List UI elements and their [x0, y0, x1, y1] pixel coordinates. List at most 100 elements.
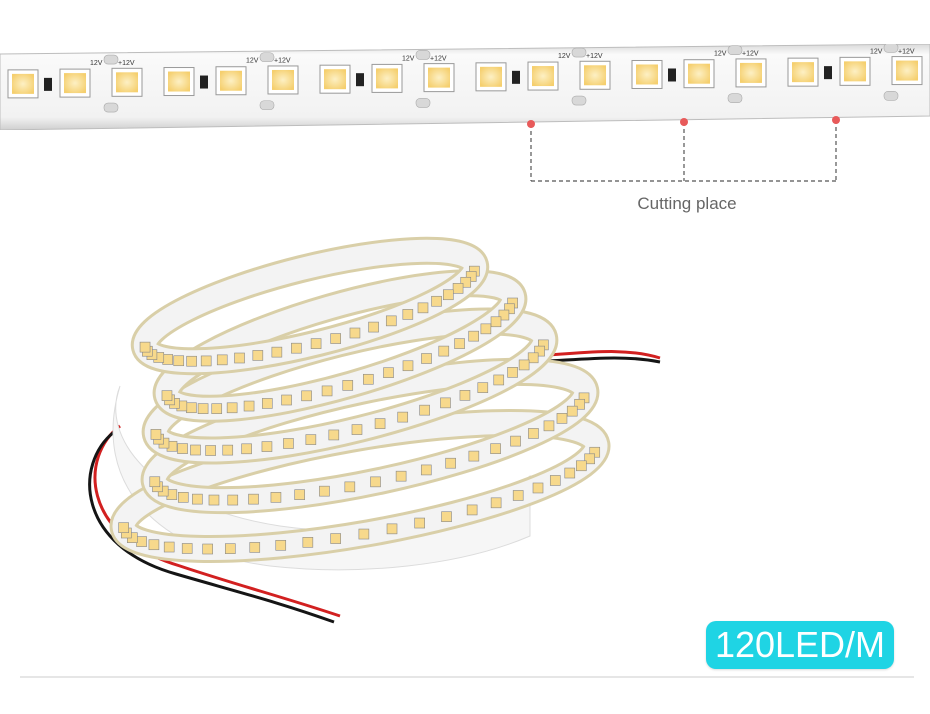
led-chip	[321, 385, 333, 397]
led-chip	[252, 350, 264, 361]
led-chip	[162, 354, 174, 365]
led-chip	[534, 345, 545, 357]
solder-pad	[259, 100, 275, 111]
led-chip	[205, 445, 216, 456]
led-chip	[177, 492, 189, 503]
resistor	[44, 77, 52, 91]
led-chip	[291, 342, 302, 354]
led-chip	[402, 360, 414, 372]
voltage-label: 12V	[90, 60, 103, 67]
led-chip	[480, 323, 492, 335]
led-chip	[510, 435, 521, 447]
voltage-label: 12V	[714, 51, 727, 58]
voltage-label: 12V	[402, 55, 415, 62]
led-chip	[477, 382, 489, 393]
led-chip	[226, 402, 238, 414]
resistor	[356, 73, 364, 87]
led-chip	[438, 345, 450, 357]
led-chip-core	[116, 72, 138, 93]
cutting-place-label: Cutting place	[637, 194, 737, 213]
led-chip	[574, 398, 585, 410]
solder-pad	[259, 52, 275, 63]
led-chip	[150, 429, 162, 440]
led-chip	[452, 283, 464, 294]
led-chip	[575, 460, 587, 472]
led-chip	[414, 517, 425, 529]
led-chip	[319, 485, 330, 497]
led-chip-core	[220, 70, 242, 91]
led-chip	[370, 476, 381, 488]
led-chip-core	[844, 61, 866, 82]
voltage-label: 12V	[870, 48, 883, 55]
led-chip	[270, 492, 282, 503]
led-chip	[222, 444, 234, 456]
led-chip	[301, 390, 312, 402]
led-chip	[490, 497, 502, 509]
divider	[20, 676, 914, 678]
voltage-label: +12V	[742, 51, 759, 58]
led-chip	[468, 450, 480, 462]
led-chip-core	[272, 69, 294, 90]
voltage-label: 12V	[246, 58, 259, 65]
led-chip-core	[740, 62, 762, 83]
solder-pad	[415, 50, 431, 60]
led-chip	[192, 493, 203, 505]
led-chip	[342, 380, 354, 391]
resistor	[200, 75, 208, 89]
led-chip	[330, 533, 341, 544]
led-chip	[271, 346, 283, 358]
leds-per-meter-badge: 120LED/M	[706, 621, 894, 669]
led-chip-core	[532, 66, 554, 87]
led-chip	[507, 367, 518, 378]
led-chip	[351, 424, 363, 435]
led-chip	[227, 494, 239, 506]
led-chip	[374, 418, 386, 429]
led-chip	[163, 541, 175, 553]
led-chip	[241, 443, 252, 455]
led-chip	[584, 453, 595, 465]
led-chip	[532, 482, 544, 494]
led-chip	[161, 390, 173, 401]
voltage-label: 12V	[558, 53, 571, 60]
voltage-label: +12V	[586, 53, 603, 60]
led-chip	[445, 457, 456, 469]
led-strip-coil-photo	[88, 236, 661, 624]
led-chip-core	[896, 60, 918, 81]
solder-pad	[727, 45, 743, 56]
led-chip	[118, 522, 129, 533]
led-chip	[186, 355, 197, 367]
led-chip	[385, 315, 397, 327]
led-chip-core	[324, 69, 346, 90]
led-chip	[305, 434, 317, 445]
led-chip	[211, 403, 223, 414]
led-chip	[216, 354, 228, 366]
led-chip	[465, 271, 477, 282]
led-chip	[139, 341, 151, 353]
led-chip-core	[376, 68, 398, 89]
led-chip	[441, 511, 452, 523]
led-chip-core	[480, 66, 502, 87]
led-chip	[190, 444, 201, 456]
led-chip	[200, 355, 212, 367]
resistor	[824, 66, 832, 80]
led-chip	[466, 504, 478, 516]
led-chip	[148, 539, 160, 551]
led-chip	[442, 289, 454, 301]
voltage-label: +12V	[274, 58, 291, 65]
led-chip	[224, 543, 236, 554]
led-chip	[177, 443, 188, 454]
led-chip	[383, 367, 394, 379]
led-chip	[202, 543, 213, 555]
led-chip-core	[168, 71, 190, 92]
voltage-label: +12V	[898, 48, 915, 55]
led-chip-core	[636, 64, 658, 85]
led-chip	[275, 539, 287, 551]
led-chip	[208, 494, 220, 506]
led-chip	[564, 467, 576, 479]
led-chip	[490, 443, 501, 454]
led-chip	[234, 352, 245, 364]
solder-pad	[883, 44, 899, 53]
led-chip	[330, 333, 342, 344]
led-chip-core	[688, 63, 710, 84]
led-chip	[504, 303, 515, 315]
